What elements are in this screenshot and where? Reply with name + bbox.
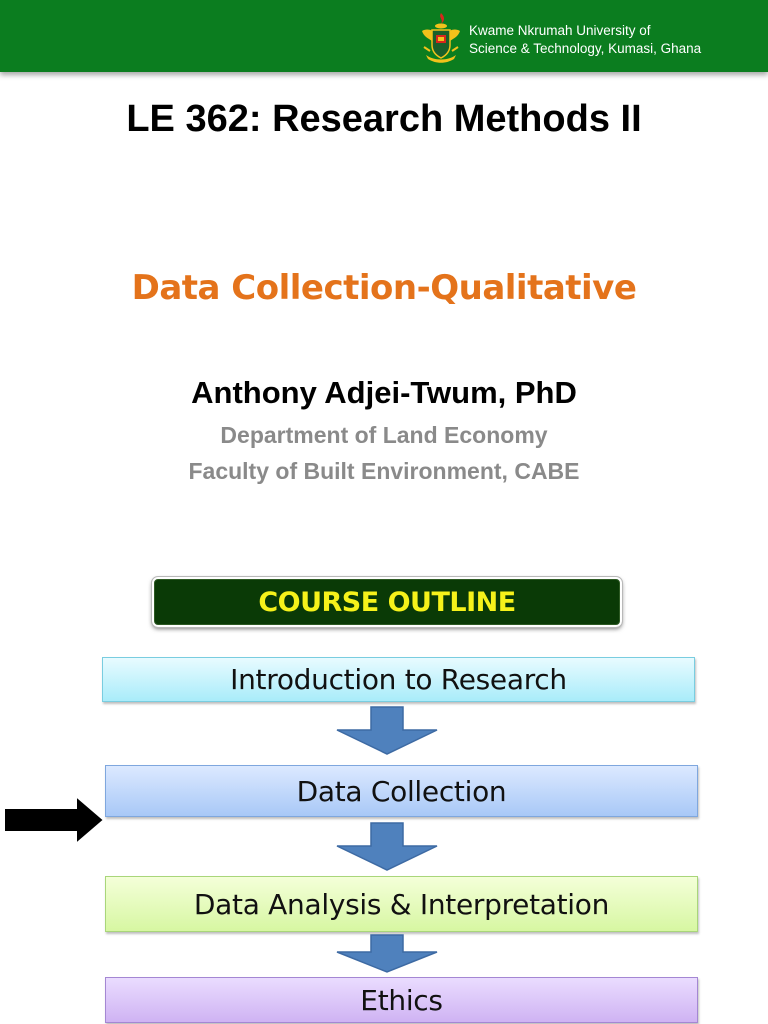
down-arrow-icon — [336, 934, 438, 973]
course-outline-banner: COURSE OUTLINE — [151, 576, 623, 628]
department: Department of Land Economy — [220, 422, 548, 448]
down-arrow-icon — [336, 822, 438, 871]
author-name: Anthony Adjei-Twum, PhD — [191, 375, 577, 410]
outline-step-label: Data Collection — [296, 774, 507, 808]
university-name-line2: Science & Technology, Kumasi, Ghana — [469, 41, 702, 56]
outline-step-label: Introduction to Research — [230, 663, 567, 696]
outline-step-introduction: Introduction to Research — [102, 657, 695, 702]
outline-step-data-collection: Data Collection — [105, 765, 698, 817]
header-bar: Kwame Nkrumah University of Science & Te… — [0, 0, 768, 72]
university-crest-icon — [422, 13, 460, 63]
university-name-line1: Kwame Nkrumah University of — [469, 23, 651, 38]
topic-title: Data Collection-Qualitative — [131, 268, 637, 308]
outline-step-ethics: Ethics — [105, 977, 698, 1023]
outline-step-label: Ethics — [360, 983, 443, 1017]
university-name: Kwame Nkrumah University of Science & Te… — [469, 22, 701, 58]
down-arrow-icon — [336, 706, 438, 755]
faculty: Faculty of Built Environment, CABE — [188, 458, 580, 484]
outline-step-data-analysis: Data Analysis & Interpretation — [105, 876, 698, 932]
course-outline-label: COURSE OUTLINE — [258, 586, 516, 618]
right-arrow-icon — [3, 793, 106, 847]
outline-step-label: Data Analysis & Interpretation — [193, 887, 610, 921]
course-title: LE 362: Research Methods II — [126, 98, 642, 140]
